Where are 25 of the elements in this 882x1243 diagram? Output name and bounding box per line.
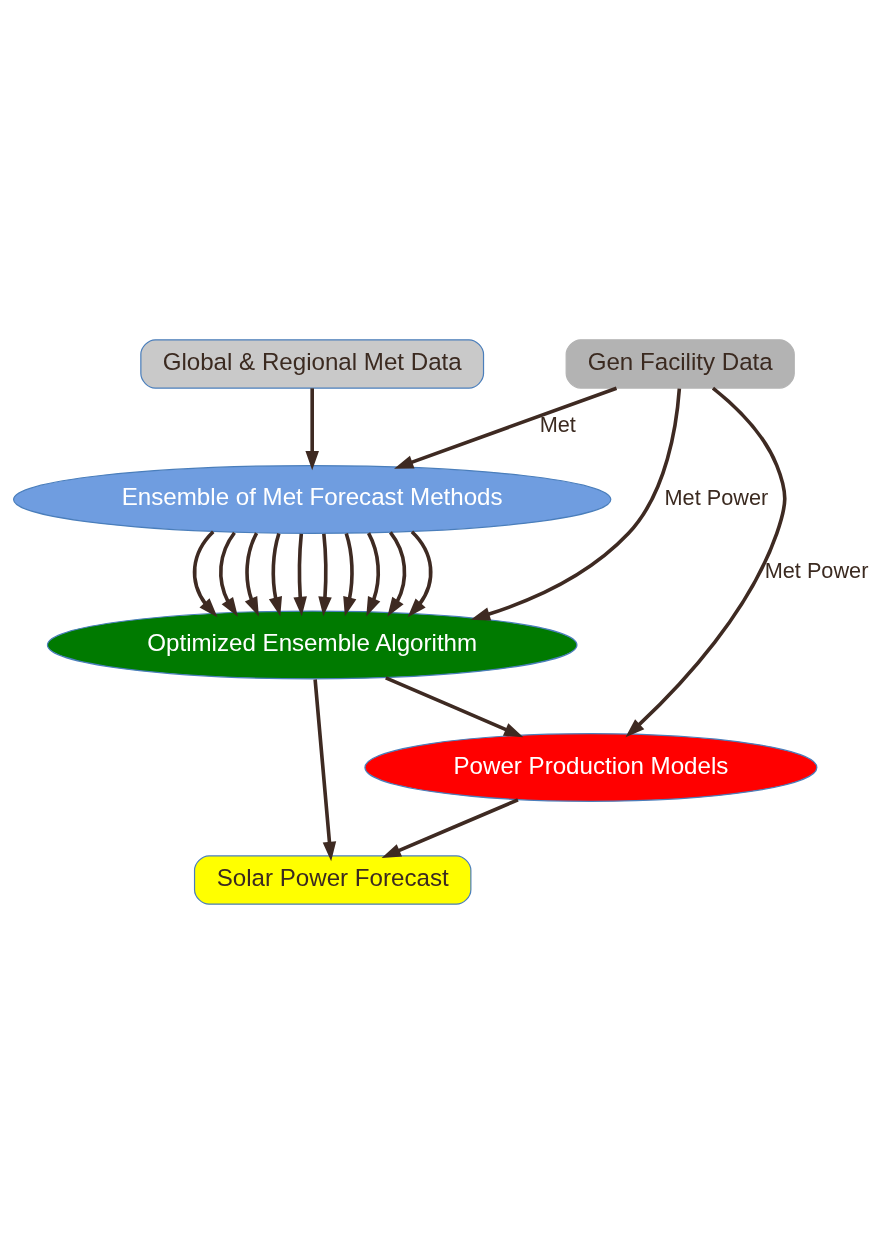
arrow: [318, 533, 332, 616]
node-ellipse: Ensemble of Met Forecast Methods: [13, 464, 612, 534]
arrow: [343, 532, 357, 616]
arrow: [244, 531, 259, 616]
arrow: [385, 675, 524, 737]
arrow: [293, 533, 307, 616]
arrow: [625, 386, 787, 737]
node-ellipse: Power Production Models: [364, 732, 818, 802]
arrow: [470, 387, 682, 621]
arrow: [305, 387, 319, 470]
arrow: [268, 532, 282, 616]
edge-label: Met: [539, 411, 576, 437]
node-box: Gen Facility Data: [565, 338, 795, 389]
arrow: [387, 530, 407, 617]
edge-label: Met Power: [764, 556, 869, 582]
arrow: [366, 531, 381, 616]
arrow: [407, 529, 433, 617]
arrow: [192, 529, 218, 617]
arrow: [394, 386, 618, 469]
arrow: [219, 531, 238, 617]
node-box: Global & Regional Met Data: [140, 338, 485, 389]
node-box: Solar Power Forecast: [193, 854, 472, 905]
arrow: [313, 678, 337, 861]
arrow: [381, 797, 519, 858]
edge-label: Met Power: [664, 484, 769, 510]
